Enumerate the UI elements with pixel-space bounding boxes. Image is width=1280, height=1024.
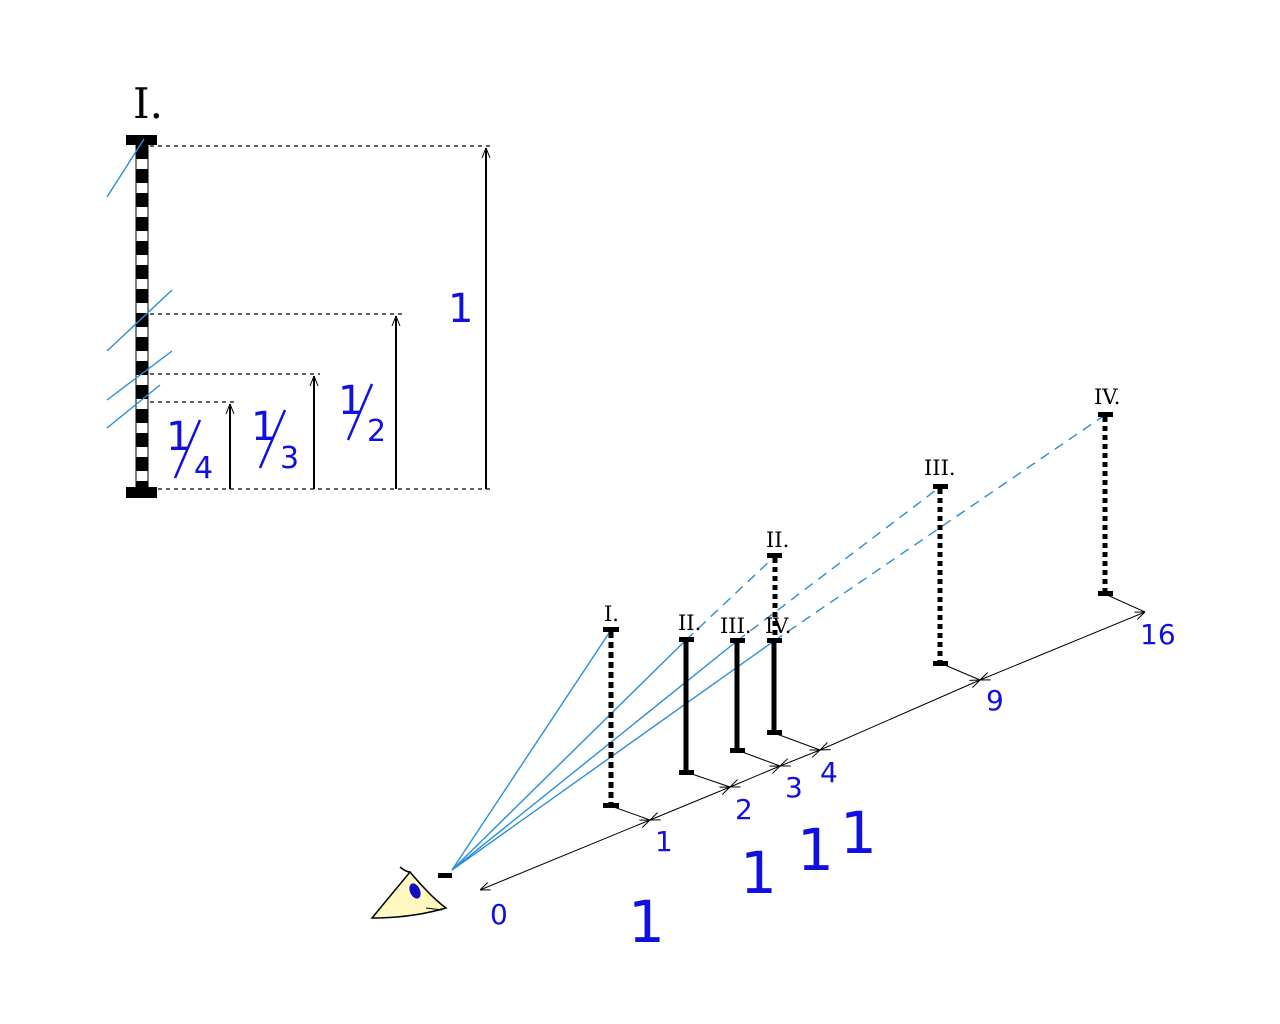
- sight-lines: [451, 414, 1106, 871]
- fraction-denominator: 4: [194, 451, 213, 486]
- fraction-third: 1 3: [251, 404, 299, 476]
- near-pole-II: [679, 637, 694, 775]
- unit-mark: 1: [740, 839, 777, 907]
- striped-pole: [126, 135, 157, 498]
- far-pole-II: [767, 553, 782, 638]
- height-arrows: [230, 148, 486, 489]
- label-near-I: I.: [604, 602, 619, 626]
- ground-line: [480, 612, 1145, 890]
- fraction-quarter: 1 4: [166, 414, 213, 486]
- mark-2: 2: [735, 793, 753, 826]
- unit-mark: 1: [628, 888, 665, 956]
- label-far-III: III.: [924, 456, 956, 480]
- pole-tick-marks: [106, 138, 173, 429]
- pole-labels: I. II. III. IV. II. III. IV.: [604, 385, 1120, 638]
- mark-0: 0: [490, 898, 508, 931]
- label-far-II: II.: [766, 528, 789, 552]
- near-pole-I: [603, 627, 619, 808]
- near-pole-III: [730, 638, 745, 753]
- height-guides: [150, 145, 490, 490]
- unit-mark: 1: [840, 799, 877, 867]
- perspective-figure: I. II. III. IV. II. III. IV. 0 1 2 3 4 9…: [370, 385, 1176, 956]
- mark-9: 9: [986, 684, 1004, 717]
- mark-1: 1: [655, 825, 673, 858]
- fraction-numerator: 1: [166, 414, 191, 460]
- far-pole-IV: [1098, 412, 1113, 596]
- top-pole-label: I.: [133, 79, 163, 128]
- fraction-numerator: 1: [338, 378, 363, 424]
- unit-mark: 1: [797, 816, 834, 884]
- top-figure: I.: [106, 79, 490, 498]
- fraction-half: 1 2: [338, 378, 386, 449]
- label-far-IV: IV.: [1094, 385, 1120, 409]
- fraction-denominator: 3: [280, 441, 299, 476]
- far-pole-III: [933, 484, 948, 666]
- fraction-numerator: 1: [251, 404, 276, 450]
- ground-marks: 0 1 2 3 4 9 16: [490, 618, 1176, 931]
- near-pole-IV: [767, 638, 782, 735]
- mark-4: 4: [820, 756, 838, 789]
- full-height-label: 1: [448, 286, 473, 332]
- mark-3: 3: [785, 771, 803, 804]
- label-near-III: III.: [720, 614, 752, 638]
- mark-16: 16: [1140, 618, 1176, 651]
- fraction-denominator: 2: [367, 414, 386, 449]
- label-near-II: II.: [678, 611, 701, 635]
- eye-icon: [370, 866, 452, 919]
- unit-marks: 1 1 1 1: [628, 799, 877, 956]
- label-near-IV: IV.: [765, 614, 791, 638]
